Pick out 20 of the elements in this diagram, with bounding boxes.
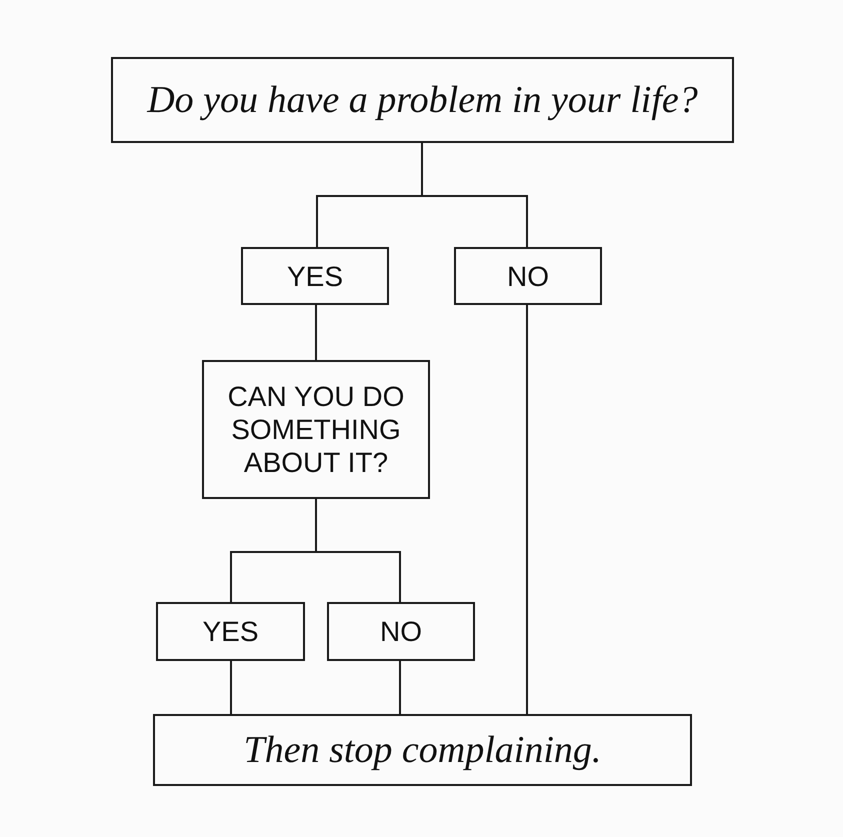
connector-line (399, 661, 401, 714)
process-box (202, 360, 430, 499)
box-text: YES (286, 260, 344, 292)
connector-line (315, 499, 401, 602)
connector-line (526, 305, 528, 714)
process-box (327, 602, 475, 661)
box-text: NO (507, 260, 549, 292)
box-text: Then stop complaining. (244, 728, 602, 772)
process-box (241, 247, 389, 305)
connector-line (230, 661, 232, 714)
connector-line (421, 143, 528, 247)
box-text: YES (202, 615, 259, 648)
process-box (454, 247, 602, 305)
box-text: Do you have a problem in your life? (147, 78, 698, 122)
box-text: CAN YOU DO SOMETHING ABOUT IT? (226, 380, 406, 479)
process-box (111, 57, 734, 143)
process-box (156, 602, 305, 661)
box-text: NO (380, 615, 422, 648)
process-box (153, 714, 692, 786)
connector-line (315, 305, 317, 360)
